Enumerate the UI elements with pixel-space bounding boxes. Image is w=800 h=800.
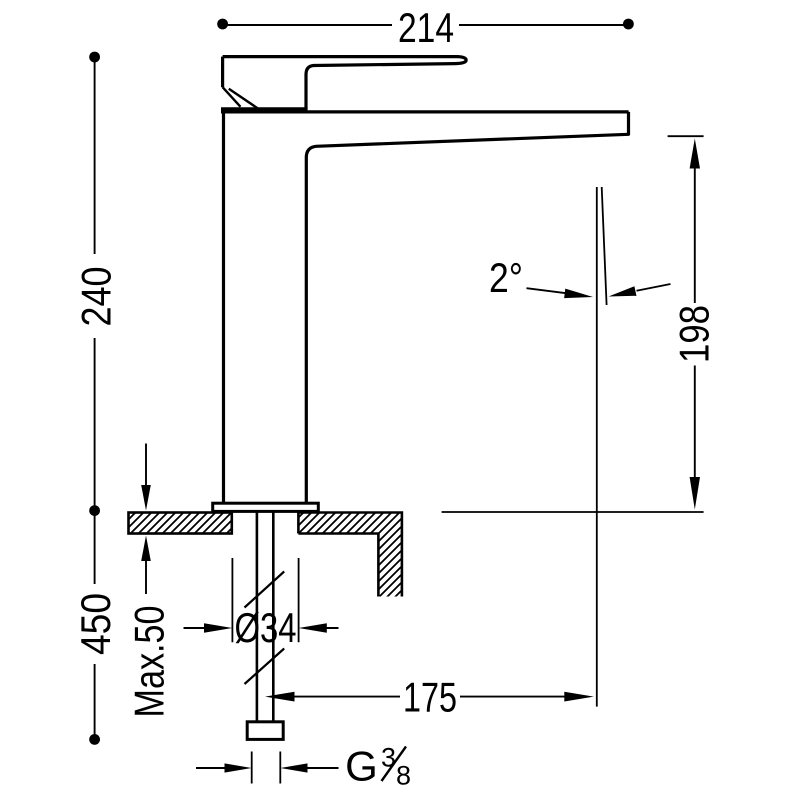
angle-dimension: 2° [489,186,671,707]
dim-dia34-arrow-left [204,623,233,633]
dim-175-label: 175 [403,674,457,721]
handle-lever-outline [221,55,468,109]
dimension-214: 214 [217,4,634,51]
thread-dimension: G 3 8 [196,743,411,791]
dim-214-dot-right [623,18,634,30]
dim-dia34-arrow-right [298,623,327,633]
dimension-450: 450 [72,510,119,745]
dimension-198: 198 [441,135,718,513]
dim-max50-arrow-up [141,535,151,561]
deck-right-slab-outline [297,511,404,597]
spout-outline [304,111,631,504]
thread-arrow-right [280,763,308,773]
thread-label-g: G [345,743,378,790]
dim-214-label: 214 [398,4,454,51]
countertop-section [127,511,404,597]
faucet-body [221,55,631,504]
dim-214-dot-left [217,18,229,30]
angle-label: 2° [489,254,523,301]
shank-end-cap [245,720,285,741]
thread-fraction-slash [380,745,407,782]
angle-leader-lines [526,283,671,295]
supply-shank [243,510,285,741]
thread-label-denominator: 8 [396,761,411,791]
thread-arrow-left [224,763,252,773]
handle-front-chamfer [221,86,259,110]
dim-max50-arrow-down [141,485,151,511]
dim-175-arrow-right [564,691,594,702]
dimension-175: 175 [265,674,594,721]
dimension-max50: Max.50 [126,443,173,718]
dim-450-label: 450 [72,593,119,655]
dim-198-arrow-down [689,477,700,510]
thread-label-numerator: 3 [381,743,396,773]
angle-slanted-line [600,186,608,306]
dim-198-arrow-up [689,138,700,169]
thread-extension-lines [250,751,282,784]
deck-right-slab-fill [298,512,402,597]
dim-dia34-label: Ø34 [235,604,297,651]
dim-240-label: 240 [73,267,120,327]
deck-left-slab [127,511,234,535]
angle-arrow-right [608,286,637,297]
base-flange [211,501,320,513]
dimension-240: 240 [73,51,120,516]
shank-break-marks [243,570,285,685]
dim-450-dot-bottom [89,734,100,745]
angle-arrow-left [564,288,593,299]
dim-240-dot-top [89,51,100,63]
dim-max50-label: Max.50 [126,606,173,718]
dim-175-arrow-left [265,691,295,702]
dim-dia34-extension-lines [231,558,300,643]
dimension-dia34: Ø34 [183,558,339,651]
shank-tube-lines [255,510,275,722]
dim-198-label: 198 [671,305,718,363]
